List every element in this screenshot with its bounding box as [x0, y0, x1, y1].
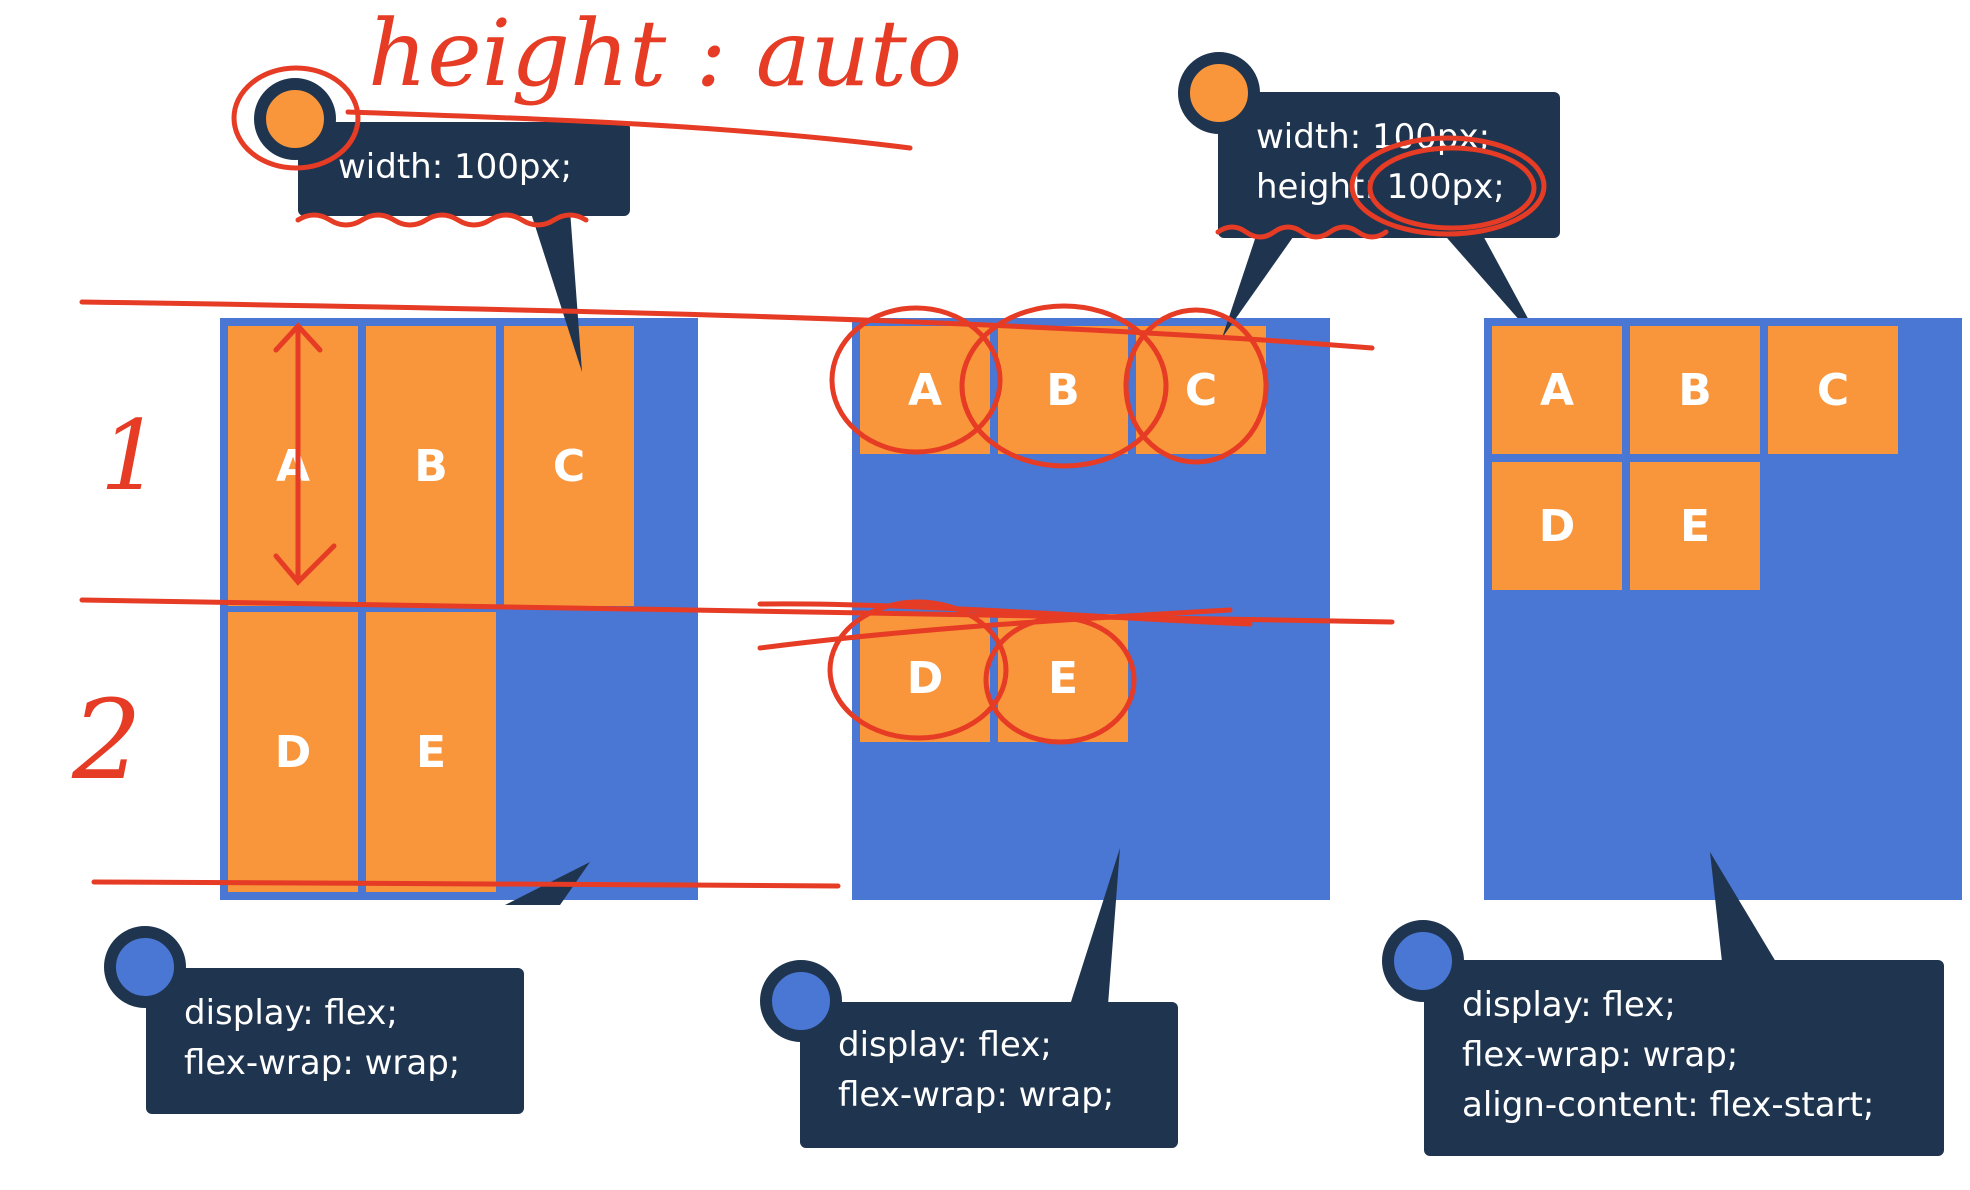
callout-line: display: flex; [838, 1025, 1052, 1065]
callout-flex-wrap: display: flex; flex-wrap: wrap; [800, 1002, 1178, 1148]
flex-container-1: A B C D E [220, 318, 698, 900]
flex-container-3: A B C D E [1484, 318, 1962, 900]
blue-dot [1382, 920, 1464, 1002]
callout-flex-wrap: display: flex; flex-wrap: wrap; [146, 968, 524, 1114]
handwritten-height-auto: height : auto [368, 0, 963, 107]
flex-item-c: C [504, 326, 634, 606]
flex-item-e: E [1630, 462, 1760, 590]
flex-item-a: A [1492, 326, 1622, 454]
callout-line: width: 100px; [338, 147, 573, 187]
flex-item-e: E [366, 612, 496, 892]
flex-item-b: B [366, 326, 496, 606]
flex-item-c: C [1768, 326, 1898, 454]
handwritten-row-1: 1 [100, 400, 162, 512]
callout-line: flex-wrap: wrap; [1462, 1035, 1739, 1075]
callout-line: display: flex; [184, 993, 398, 1033]
handwritten-row-2: 2 [72, 676, 142, 804]
flex-item-b: B [1630, 326, 1760, 454]
callout-line: flex-wrap: wrap; [184, 1043, 461, 1083]
callout-align-content: display: flex; flex-wrap: wrap; align-co… [1424, 960, 1944, 1156]
callout-line: display: flex; [1462, 985, 1676, 1025]
callout-line: flex-wrap: wrap; [838, 1075, 1115, 1115]
flex-item-d: D [1492, 462, 1622, 590]
flex-item-d: D [228, 612, 358, 892]
blue-dot [104, 926, 186, 1008]
callout-line: align-content: flex-start; [1462, 1085, 1875, 1125]
